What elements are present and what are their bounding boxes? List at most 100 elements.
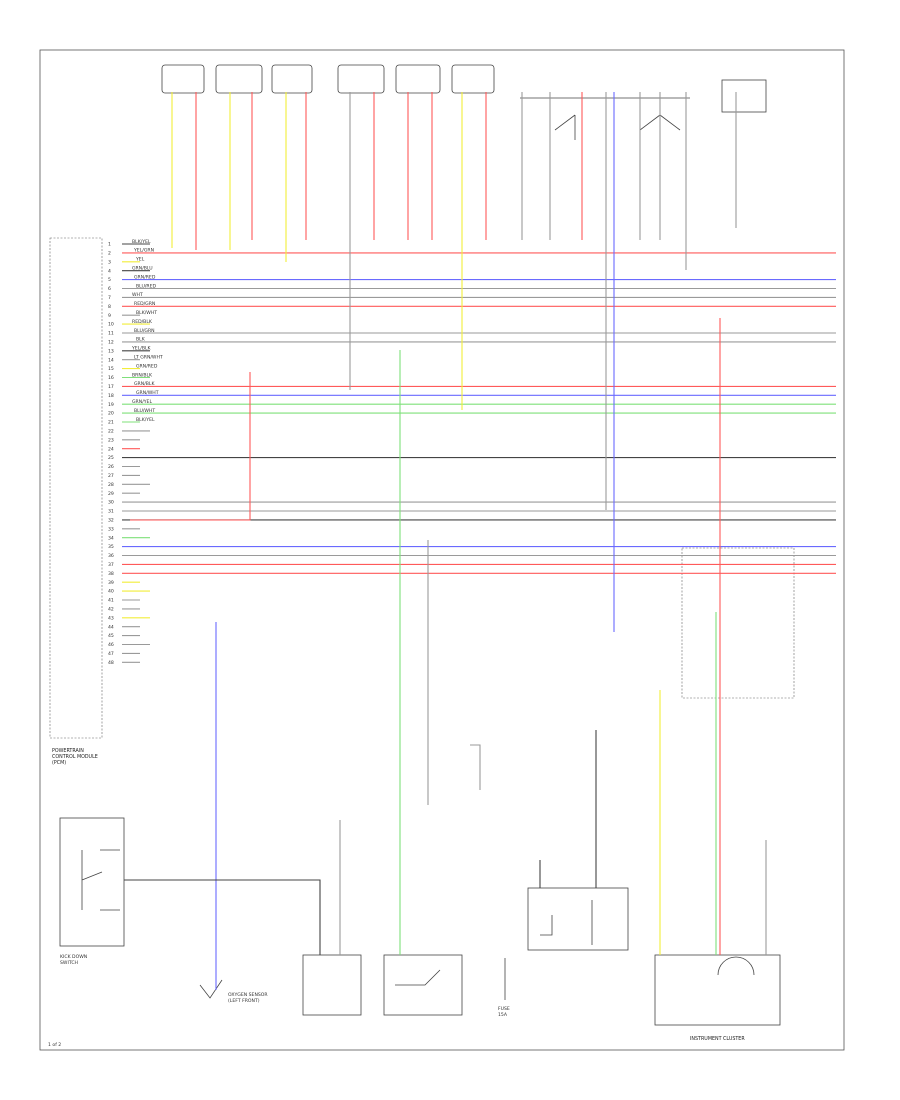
ecm-pin-34: 34 [108,535,114,541]
wire-code-9: BLK/WHT [136,310,157,316]
ecm-pin-35: 35 [108,544,114,550]
wire-code-layer: BLK/YEL YEL/GRN YEL GRN/BLU GRN/RED BLU/RED WH… [131,239,163,423]
top-connector-2 [215,64,263,94]
ecm-pin-44: 44 [108,624,114,630]
ecm-pin-26: 26 [108,464,114,470]
instrument-cluster-box [654,954,781,1026]
ecm-pin-23: 23 [108,437,114,443]
fuse-label-2: 15A [498,1012,508,1018]
wire-code-14: LT GRN/WHT [134,355,163,361]
ecm-pin-41: 41 [108,598,114,604]
wire-code-1: BLK/YEL [132,239,151,245]
ecm-pin-43: 43 [108,615,114,621]
ecm-pin-20: 20 [108,411,114,417]
run-gray-fuse [470,744,481,790]
wire-code-7: WHT [132,292,143,298]
relay-box-bottom-coil [540,900,593,945]
bottom-components: KICK DOWN SWITCH OXYGEN SENSOR (LEFT FRO… [59,817,781,1042]
run-red-left [130,372,251,521]
ecm-pin-28: 28 [108,482,114,488]
diagram-frame [39,49,845,1051]
wire-code-2: YEL/GRN [133,248,154,254]
run-black-kickdown [124,879,321,955]
sensor-box-center [383,954,463,1016]
wire-code-11: BLU/GRN [134,328,155,334]
wire-code-6: BLU/RED [136,283,156,289]
ecm-pin-25: 25 [108,455,114,461]
ecm-outline [49,237,103,739]
relay-switch-1 [554,114,576,140]
ecm-pin-18: 18 [108,393,114,399]
page-number: 1 of 2 [48,1042,61,1048]
kick-down-switch-box [59,817,125,947]
ecm-label-line-1: POWERTRAIN [52,748,84,754]
top-connector-3 [271,64,313,94]
wire-code-21: BLK/YEL [136,417,155,423]
o2-sensor-label-2: (LEFT FRONT) [228,998,260,1004]
ecm-pin-3: 3 [108,259,111,265]
wire-code-13: YEL/BLK [131,346,152,352]
kick-down-switch-contacts [81,849,120,911]
ecm-pin-36: 36 [108,553,114,559]
ecm-pin-14: 14 [108,357,114,363]
wire-code-17: GRN/BLK [134,381,155,387]
relay-switch-2 [639,114,681,131]
o2-sensor-symbol [199,979,223,999]
ecm-pin-17: 17 [108,384,114,390]
wire-code-19: GRN/YEL [132,399,152,405]
ecm-pin-12: 12 [108,340,114,346]
wire-code-12: BLK [136,337,146,343]
ecm-pin-21: 21 [108,420,114,426]
ecm-pin-42: 42 [108,607,114,613]
ecm-pin-32: 32 [108,518,114,524]
ecm-pin-48: 48 [108,660,114,666]
top-connector-4 [337,64,385,94]
main-relay-block [520,97,690,140]
ecm-pin-38: 38 [108,571,114,577]
ecm-pin-39: 39 [108,580,114,586]
ecm-pin-6: 6 [108,286,111,292]
ecm-pin-16: 16 [108,375,114,381]
ecm-pin-8: 8 [108,304,111,310]
ecm-pin-4: 4 [108,268,111,274]
ecm-pin-29: 29 [108,491,114,497]
ecm-pin-31: 31 [108,509,114,515]
ecm-pin-19: 19 [108,402,114,408]
ecm-pin-33: 33 [108,526,114,532]
ecm-label-line-3: (PCM) [52,760,66,766]
sensor-box-center-switch [395,969,441,986]
ecm-pin-24: 24 [108,446,114,452]
top-connector-group [161,64,495,94]
ecm-pin-30: 30 [108,500,114,506]
wire-layer [122,92,836,990]
ecm-pin-15: 15 [108,366,114,372]
ecm-pin-13: 13 [108,348,114,354]
ecm-pin-11: 11 [108,331,114,337]
wire-code-16: BRN/BLK [132,372,153,378]
ignition-switch-box [721,79,767,113]
relay-box-bottom [527,887,629,951]
ecm-pin-27: 27 [108,473,114,479]
wire-code-4: GRN/BLU [132,266,153,272]
wire-code-10: RED/BLK [132,319,153,325]
wire-code-18: GRN/WHT [136,390,159,396]
wire-code-20: BLU/WHT [134,408,155,414]
ecm-pin-2: 2 [108,251,111,257]
ecm-pin-10: 10 [108,322,114,328]
ecm-pin-5: 5 [108,277,111,283]
right-module-outline [681,547,795,699]
ecm-pin-47: 47 [108,651,114,657]
instrument-gauge [717,956,755,976]
ecm-label-line-2: CONTROL MODULE [52,754,98,760]
ecm-pin-1: 1 [108,242,111,248]
ecm-pin-45: 45 [108,633,114,639]
fuse-label-1: FUSE [498,1006,510,1012]
top-connector-5 [395,64,441,94]
ecm-pin-22: 22 [108,429,114,435]
wire-code-15: GRN/RED [136,363,158,369]
connector-pin-layer: 1234567891011121314151617181920212223242… [108,242,114,666]
wire-code-3: YEL [135,257,145,263]
kick-down-label-1: KICK DOWN [60,954,87,960]
ecm-pin-46: 46 [108,642,114,648]
